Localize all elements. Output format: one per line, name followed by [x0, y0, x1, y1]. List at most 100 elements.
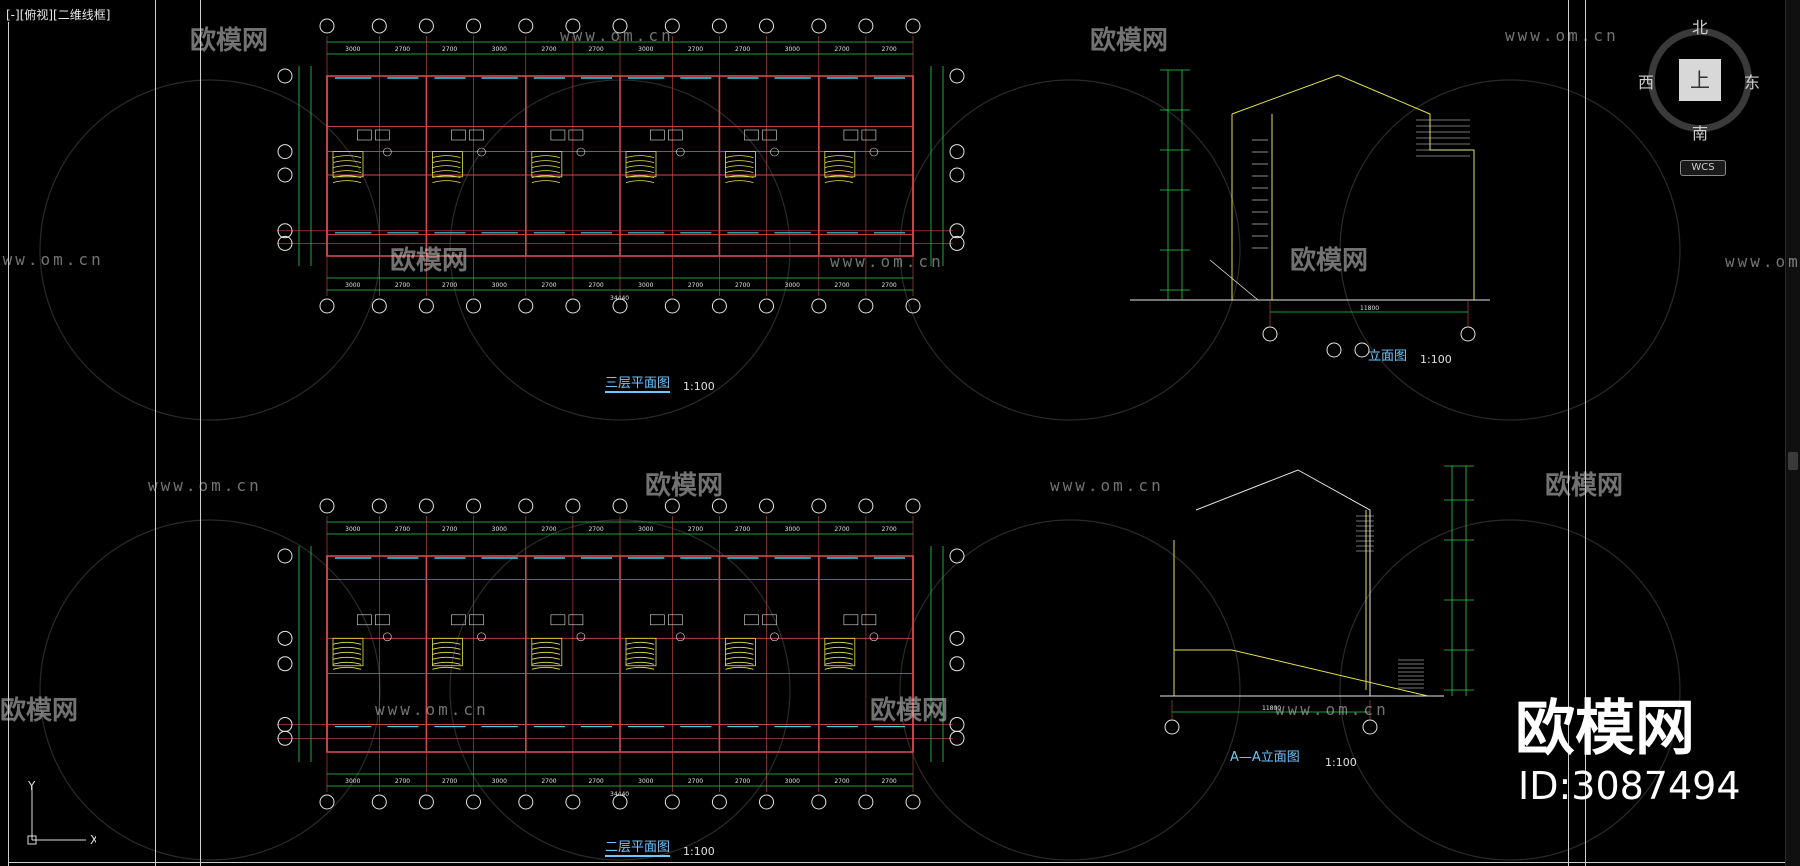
fixture [375, 129, 390, 141]
scrollbar-thumb[interactable] [1788, 452, 1798, 470]
fixture-round [576, 147, 586, 157]
compass-north[interactable]: 北 [1692, 18, 1709, 37]
axis-bubble-bottom [858, 794, 874, 810]
fixture-round [676, 632, 685, 642]
axis-bubble-right [949, 235, 965, 251]
axis-bubble-top [466, 498, 481, 514]
axis-bubble-bottom [858, 298, 874, 314]
fixture [843, 614, 859, 626]
compass-west[interactable]: 西 [1638, 73, 1655, 92]
dimension-text: 2700 [588, 46, 603, 53]
stair-outline [725, 151, 756, 178]
dimension-text: 3000 [345, 778, 360, 785]
dimension-text: 3000 [638, 778, 653, 785]
axis-bubble-right [949, 548, 965, 564]
stair-tread [625, 656, 655, 660]
dimension-text: 2700 [881, 46, 896, 53]
stair-tread [332, 155, 362, 158]
axis-bubble-bottom [565, 298, 581, 314]
watermark-text: 欧模网 [0, 696, 79, 726]
compass-ring[interactable] [1648, 28, 1752, 132]
fixture [357, 614, 372, 626]
stair-tread [531, 651, 560, 655]
dimension-text: 2700 [688, 282, 703, 289]
watermark-text: 欧模网 [645, 471, 724, 501]
fixture [469, 129, 484, 141]
fixture [650, 129, 665, 141]
stair-tread [332, 180, 362, 183]
axis-bubble-bottom [319, 298, 335, 314]
dimension-text: 3000 [638, 526, 653, 533]
viewcube-top-face[interactable]: 上 [1679, 59, 1721, 101]
dimension-text: 2700 [688, 778, 703, 785]
stair-tread [332, 666, 362, 670]
watermark-circle [39, 519, 381, 861]
watermark-text: 欧模网 [190, 26, 269, 56]
dimension-text: 2700 [688, 46, 703, 53]
stair-tread [531, 160, 560, 163]
stair-tread [332, 160, 362, 163]
stair-tread [432, 180, 461, 183]
dimension-text: 2700 [442, 778, 457, 785]
stair-tread [332, 641, 362, 645]
frame-line-inner-left [155, 0, 156, 866]
wcs-menu-button[interactable]: WCS [1680, 160, 1726, 176]
dimension-text: 3000 [345, 46, 360, 53]
stair-tread [625, 160, 655, 163]
axis-bubble-top [371, 18, 387, 34]
dimension-text: 2700 [881, 778, 896, 785]
dimension-text: 2700 [735, 526, 750, 533]
watermark-url: www.om.cn [375, 700, 489, 719]
stair-tread [531, 170, 560, 173]
fixture-round [770, 632, 779, 642]
watermark-text: 欧模网 [1090, 26, 1169, 56]
axis-bubble-top [565, 498, 581, 514]
dimension-text: 2700 [834, 526, 849, 533]
fixture [744, 614, 759, 626]
plan-3f-title: 三层平面图 [605, 372, 671, 393]
dimension-text: 2700 [735, 282, 750, 289]
stair-outline [332, 637, 364, 667]
fixture-round [383, 632, 392, 642]
dimension-text: 3000 [492, 778, 507, 785]
axis-bubble-right [949, 630, 965, 646]
watermark-url: www.om.cn [148, 476, 262, 495]
stair-tread [432, 165, 461, 168]
dimension-text: 2700 [881, 282, 896, 289]
dimension-text: 2700 [541, 282, 556, 289]
stair-tread [432, 155, 461, 158]
dimension-text: 3000 [638, 46, 653, 53]
vertical-scrollbar[interactable] [1785, 0, 1800, 866]
watermark-text: 欧模网 [390, 246, 469, 276]
svg-text:Y: Y [27, 780, 36, 793]
stair-tread [531, 641, 560, 645]
viewcube[interactable]: 上 北 南 西 东 WCS [1638, 18, 1761, 176]
dimension-text: 11800 [1262, 705, 1281, 712]
axis-bubble-top [466, 18, 481, 34]
frame-line-bottom [8, 862, 1788, 863]
watermark-url: www.om.cn [1050, 476, 1164, 495]
dimension-text: 2700 [541, 46, 556, 53]
watermark-url: www.om.cn [560, 26, 674, 45]
axis-bubble-left [277, 656, 293, 672]
stair-outline [824, 637, 856, 667]
watermark-circle [1339, 79, 1681, 421]
axis-bubble-right [949, 223, 965, 239]
compass-south[interactable]: 南 [1692, 124, 1709, 143]
fixture [375, 614, 390, 626]
axis-bubble-bottom [759, 298, 774, 314]
stair-tread [432, 641, 461, 645]
fixture [843, 129, 859, 141]
axis-bubble-top [319, 498, 335, 514]
axis-bubble-top [518, 18, 534, 34]
dimension-text: 3000 [492, 282, 507, 289]
viewport-label[interactable]: [-][俯视][二维线框] [6, 8, 111, 22]
dimension-text: 2700 [588, 282, 603, 289]
compass-east[interactable]: 东 [1744, 73, 1761, 92]
axis-bubble-bottom [518, 298, 534, 314]
dimension-text: 2700 [442, 46, 457, 53]
fixture [568, 129, 584, 141]
watermark-circle [1339, 519, 1681, 861]
